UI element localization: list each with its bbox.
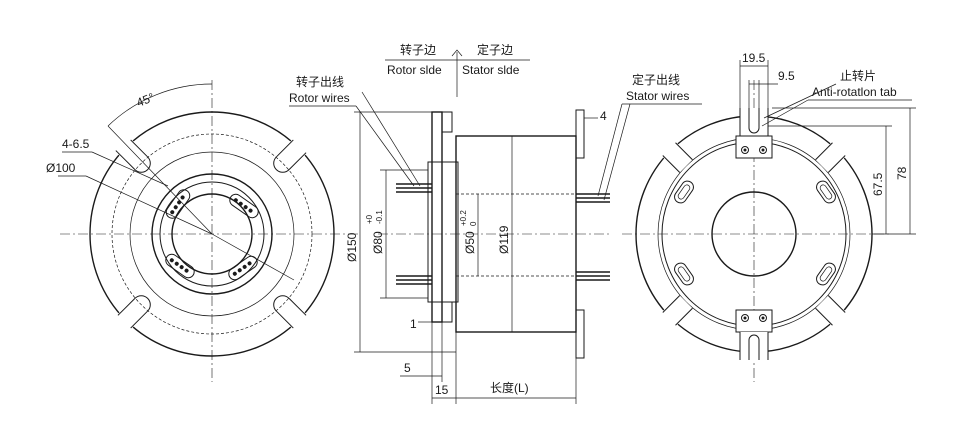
right-slot-ne	[814, 142, 846, 174]
wire-exit-ne	[229, 193, 259, 219]
d50-tol-dn: 0	[469, 221, 478, 226]
length-label: 长度(L)	[490, 380, 529, 395]
right-capsule-se	[816, 262, 836, 286]
stator-side-cn: 定子边	[477, 42, 513, 57]
w9-5-label: 9.5	[778, 69, 795, 83]
left-slot-nw	[105, 295, 151, 341]
right-capsule-ne	[816, 180, 836, 204]
holes-label: 4-6.5	[62, 137, 90, 151]
rotor-wires-en: Rotor wires	[289, 91, 350, 105]
rotor-flange	[431, 111, 443, 323]
left-bore	[171, 193, 253, 275]
stator-side-en: Stator slde	[462, 63, 520, 77]
right-slot-se	[814, 294, 846, 326]
anti-rotation-tab-bottom	[735, 309, 773, 360]
anti-rotation-en: Anti-rotatlon tab	[812, 85, 897, 99]
right-bore	[711, 191, 797, 277]
w19-5-label: 19.5	[742, 51, 766, 65]
wire-exit-sw	[165, 253, 195, 279]
t15-label: 15	[435, 383, 449, 397]
d50-tol-up: +0.2	[459, 210, 468, 226]
rotor-side-en: Rotor slde	[387, 63, 442, 77]
rotor-wire-bundle-top	[396, 183, 432, 193]
left-slot-sw	[273, 295, 319, 341]
anti-rotation-cn: 止转片	[840, 68, 876, 83]
side-view: 转子边 定子边 Rotor slde Stator slde	[289, 42, 702, 404]
stator-wires-en: Stator wires	[626, 89, 689, 103]
t1-label: 1	[410, 317, 417, 331]
main-body	[455, 135, 577, 333]
h67-5-label: 67.5	[871, 172, 885, 196]
d80-tol-dn: -0.1	[375, 210, 384, 224]
left-flange-outer	[89, 111, 335, 357]
stator-wire-bundle-bottom	[576, 271, 610, 281]
left-view: 45° 4-6.5 Ø100	[46, 80, 360, 382]
t5-label: 5	[404, 361, 411, 375]
d50-label: Ø50	[463, 231, 477, 254]
left-slot-se	[273, 127, 319, 173]
anti-rotation-tab-top	[735, 108, 773, 159]
rotor-side-cn: 转子边	[400, 42, 436, 57]
left-pcd-circle	[111, 133, 313, 335]
right-slot-nw	[662, 142, 694, 174]
right-capsule-sw	[674, 262, 694, 286]
pcd-label: Ø100	[46, 161, 76, 175]
t4-label: 4	[600, 109, 607, 123]
d80-tol-up: +0	[365, 214, 374, 224]
right-slot-sw	[662, 294, 694, 326]
right-capsule-nw	[674, 180, 694, 204]
rotor-wires-cn: 转子出线	[296, 74, 344, 89]
stator-wires-cn: 定子出线	[632, 72, 680, 87]
angle-label: 45°	[134, 90, 156, 110]
d150-label: Ø150	[345, 232, 359, 262]
left-slot-ne	[105, 127, 151, 173]
right-view: 19.5 9.5 止转片 Anti-rotatlon tab 67.5 78	[622, 51, 916, 382]
d119-label: Ø119	[497, 225, 511, 254]
d80-label: Ø80	[371, 231, 385, 254]
h78-label: 78	[895, 166, 909, 180]
rotor-wire-bundle-bottom	[396, 275, 432, 285]
